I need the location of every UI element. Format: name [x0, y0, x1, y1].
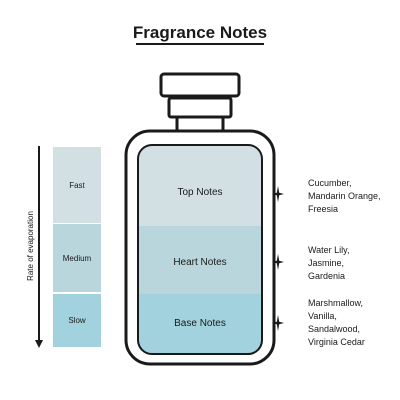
evaporation-axis-line — [38, 146, 40, 342]
base-notes-layer — [138, 294, 262, 354]
ingredient-text: Cucumber, — [308, 178, 352, 188]
heart-notes-label: Heart Notes — [173, 257, 227, 268]
sparkle-icon — [272, 254, 284, 270]
base-notes-ingredients: Marshmallow, Vanilla, Sandalwood, Virgin… — [308, 297, 398, 349]
diagram-title: Fragrance Notes — [132, 23, 268, 42]
bottle-neck — [175, 115, 225, 133]
rate-fast-box: Fast — [53, 147, 101, 223]
bottle-collar — [167, 96, 233, 119]
top-notes-layer — [138, 145, 262, 226]
top-notes-label: Top Notes — [177, 187, 223, 198]
sparkle-icon — [272, 315, 284, 331]
rate-medium-label: Medium — [62, 253, 92, 263]
rate-medium-box: Medium — [53, 224, 101, 292]
rate-slow-label: Slow — [68, 316, 86, 325]
arrow-down-icon — [34, 340, 43, 348]
bottle-inner-outline — [137, 144, 263, 355]
title-underline — [136, 43, 264, 45]
ingredient-text: Mandarin Orange, — [308, 191, 381, 201]
top-notes-ingredients: Cucumber, Mandarin Orange, Freesia — [308, 177, 398, 216]
ingredient-text: Vanilla, — [308, 311, 337, 321]
ingredient-text: Water Lily, — [308, 245, 350, 255]
rate-slow-box: Slow — [53, 294, 101, 347]
sparkle-icon — [272, 186, 284, 202]
ingredient-text: Virginia Cedar — [308, 337, 365, 347]
ingredient-text: Jasmine, — [308, 258, 345, 268]
ingredient-text: Freesia — [308, 204, 339, 214]
ingredient-text: Gardenia — [308, 271, 346, 281]
base-notes-label: Base Notes — [174, 318, 226, 329]
ingredient-text: Marshmallow, — [308, 298, 364, 308]
ingredient-text: Sandalwood, — [308, 324, 361, 334]
heart-notes-layer — [138, 226, 262, 294]
rate-fast-label: Fast — [69, 180, 85, 190]
bottle-cap — [159, 72, 241, 98]
heart-notes-ingredients: Water Lily, Jasmine, Gardenia — [308, 244, 398, 283]
